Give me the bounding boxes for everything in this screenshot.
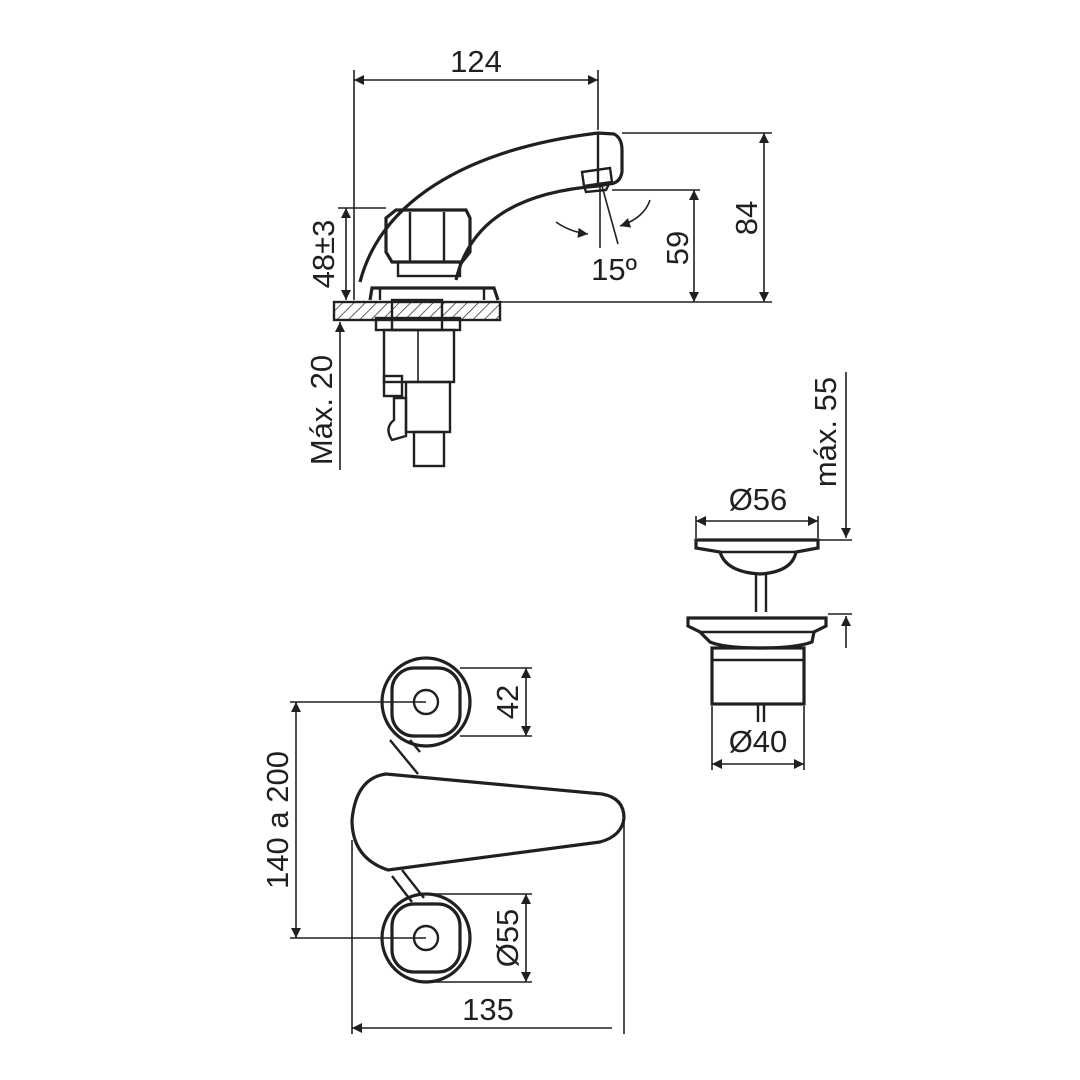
- dim-spout-height: 84: [729, 201, 764, 235]
- spout-outline: [358, 131, 624, 283]
- dim-drain-body: Ø40: [729, 724, 788, 759]
- dim-center-distance: 140 a 200: [260, 751, 295, 889]
- supply-connector: [387, 396, 408, 442]
- drain-view: Ø56 máx. 55 Ø40: [686, 372, 852, 770]
- drain-body: [710, 646, 806, 706]
- faucet-top-view: 42 140 a 200 Ø55 135: [260, 656, 626, 1034]
- spout-top: [350, 772, 626, 872]
- dim-outlet-height: 59: [660, 231, 695, 265]
- drain-stopper: [694, 538, 820, 576]
- dim-spout-length: 124: [450, 44, 502, 79]
- faucet-side-view: 124 84 59 15º 48±3 Máx. 20: [304, 44, 772, 470]
- deck-section: [332, 300, 502, 322]
- faucet-base: [368, 286, 500, 301]
- dim-drain-flange: Ø56: [729, 482, 788, 517]
- aerator: [580, 166, 614, 194]
- dim-total-width: 135: [462, 992, 514, 1027]
- dim-max-deck: Máx. 20: [304, 355, 339, 465]
- handle-head: [384, 208, 472, 264]
- dim-drain-max: máx. 55: [808, 377, 843, 487]
- dim-handle-size: 42: [490, 685, 525, 719]
- dim-angle: 15º: [591, 252, 637, 287]
- dim-handle-height: 48±3: [306, 220, 341, 289]
- dim-rosette-diameter: Ø55: [490, 909, 525, 968]
